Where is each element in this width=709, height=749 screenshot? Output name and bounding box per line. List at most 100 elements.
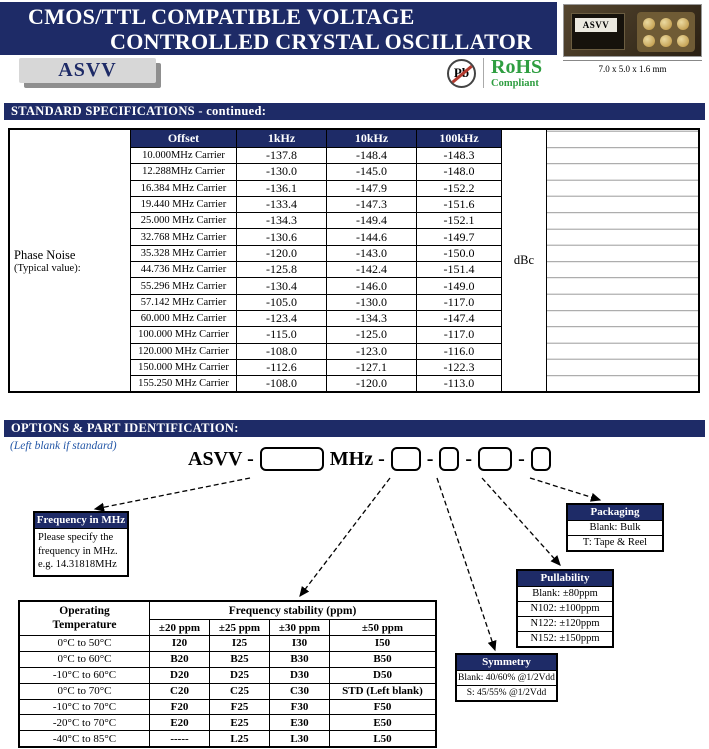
symmetry-option-title: Symmetry — [457, 655, 556, 670]
pullability-option: N152: ±150ppm — [518, 631, 612, 646]
packaging-field-box — [530, 447, 551, 471]
subheader-25ppm: ±25 ppm — [209, 619, 269, 635]
stability-code-25ppm: I25 — [209, 635, 269, 651]
page-title-line1: CMOS/TTL COMPATIBLE VOLTAGE — [28, 4, 415, 29]
phase-noise-value-10khz: -144.6 — [326, 228, 416, 245]
stability-code-30ppm: B30 — [269, 650, 329, 667]
gold-pad-icon — [659, 34, 672, 47]
phase-noise-value-1khz: -112.6 — [236, 358, 326, 376]
phase-noise-carrier: 10.000MHz Carrier — [130, 147, 236, 164]
operating-temperature-header: Operating Temperature — [52, 605, 117, 631]
column-header-offset: Offset — [130, 130, 236, 147]
column-header-1khz: 1kHz — [236, 130, 326, 147]
gold-pad-icon — [659, 17, 672, 30]
phase-noise-value-1khz: -108.0 — [236, 342, 326, 359]
stability-code-50ppm: L50 — [329, 730, 435, 747]
stability-code-30ppm: D30 — [269, 666, 329, 683]
stability-code-20ppm: E20 — [149, 714, 209, 731]
part-separator: - — [465, 447, 473, 470]
part-mhz-label: MHz - — [329, 447, 385, 470]
phase-noise-sublabel: (Typical value): — [14, 262, 81, 274]
part-number-diagram: ASVV - MHz - - - - — [188, 447, 551, 471]
divider — [483, 58, 484, 88]
phase-noise-value-10khz: -148.4 — [326, 147, 416, 164]
stability-code-50ppm: F50 — [329, 698, 435, 715]
rohs-text: RoHS Compliant — [491, 56, 543, 90]
rohs-title: RoHS — [491, 56, 543, 78]
part-prefix: ASVV - — [188, 447, 254, 470]
stability-code-25ppm: B25 — [209, 650, 269, 667]
symmetry-option: Blank: 40/60% @1/2Vdd — [457, 670, 556, 685]
phase-noise-value-1khz: -123.4 — [236, 309, 326, 327]
chip-dimensions: 7.0 x 5.0 x 1.6 mm — [563, 60, 702, 74]
packaging-option: Blank: Bulk — [568, 520, 662, 535]
gold-pad-icon — [677, 17, 690, 30]
temperature-range: -10°C to 60°C — [20, 666, 149, 683]
phase-noise-value-10khz: -149.4 — [326, 212, 416, 229]
symmetry-option: S: 45/55% @1/2Vdd — [457, 685, 556, 700]
phase-noise-carrier: 16.384 MHz Carrier — [130, 179, 236, 196]
page-title-line2: CONTROLLED CRYSTAL OSCILLATOR — [110, 29, 533, 54]
phase-noise-label: Phase Noise — [14, 247, 76, 262]
model-label: ASVV — [19, 58, 156, 83]
symmetry-field-box — [439, 447, 460, 471]
pullability-option: N122: ±120ppm — [518, 616, 612, 631]
phase-noise-carrier: 57.142 MHz Carrier — [130, 293, 236, 310]
product-photo: ASVV — [563, 4, 702, 57]
section-header-options: OPTIONS & PART IDENTIFICATION: — [4, 420, 705, 437]
phase-noise-carrier: 150.000 MHz Carrier — [130, 358, 236, 376]
stability-code-30ppm: I30 — [269, 635, 329, 651]
phase-noise-carrier: 120.000 MHz Carrier — [130, 342, 236, 359]
phase-noise-value-10khz: -120.0 — [326, 375, 416, 392]
phase-noise-value-100khz: -148.0 — [416, 163, 501, 180]
phase-noise-value-10khz: -130.0 — [326, 293, 416, 310]
subheader-50ppm: ±50 ppm — [329, 619, 435, 635]
temperature-range: 0°C to 60°C — [20, 650, 149, 667]
phase-noise-value-10khz: -145.0 — [326, 163, 416, 180]
phase-noise-value-1khz: -130.0 — [236, 163, 326, 180]
stability-code-20ppm: B20 — [149, 650, 209, 667]
part-separator: - — [426, 447, 434, 470]
rohs-subtitle: Compliant — [491, 78, 539, 89]
chip-bottom-view — [637, 12, 695, 52]
stability-code-20ppm: F20 — [149, 698, 209, 715]
phase-noise-value-10khz: -147.9 — [326, 179, 416, 196]
stability-code-30ppm: L30 — [269, 730, 329, 747]
packaging-option: T: Tape & Reel — [568, 535, 662, 550]
phase-noise-value-10khz: -147.3 — [326, 195, 416, 213]
gold-pad-icon — [642, 34, 655, 47]
phase-noise-value-1khz: -137.8 — [236, 147, 326, 164]
section-header-specifications: STANDARD SPECIFICATIONS - continued: — [4, 103, 705, 120]
phase-noise-carrier: 19.440 MHz Carrier — [130, 195, 236, 213]
stability-code-30ppm: C30 — [269, 682, 329, 699]
temperature-range: 0°C to 50°C — [20, 635, 149, 651]
arrow-to-pullability — [481, 477, 561, 566]
stability-code-50ppm: E50 — [329, 714, 435, 731]
phase-noise-value-1khz: -130.4 — [236, 277, 326, 294]
arrow-to-stability-table — [299, 477, 391, 598]
phase-noise-value-100khz: -150.0 — [416, 244, 501, 262]
pullability-option: N102: ±100ppm — [518, 601, 612, 616]
phase-noise-value-1khz: -133.4 — [236, 195, 326, 213]
stability-code-25ppm: L25 — [209, 730, 269, 747]
stability-code-20ppm: C20 — [149, 682, 209, 699]
phase-noise-carrier: 155.250 MHz Carrier — [130, 375, 236, 392]
phase-noise-value-100khz: -152.1 — [416, 212, 501, 229]
phase-noise-carrier: 44.736 MHz Carrier — [130, 261, 236, 278]
stability-field-box — [390, 447, 421, 471]
phase-noise-value-10khz: -123.0 — [326, 342, 416, 359]
stability-code-50ppm: STD (Left blank) — [329, 682, 435, 699]
stability-code-25ppm: E25 — [209, 714, 269, 731]
phase-noise-row-label: Phase Noise (Typical value): — [10, 130, 130, 391]
pb-symbol: Pb — [453, 65, 470, 80]
phase-noise-carrier: 12.288MHz Carrier — [130, 163, 236, 180]
phase-noise-value-100khz: -149.7 — [416, 228, 501, 245]
phase-noise-value-10khz: -143.0 — [326, 244, 416, 262]
phase-noise-value-100khz: -151.4 — [416, 261, 501, 278]
phase-noise-value-100khz: -152.2 — [416, 179, 501, 196]
